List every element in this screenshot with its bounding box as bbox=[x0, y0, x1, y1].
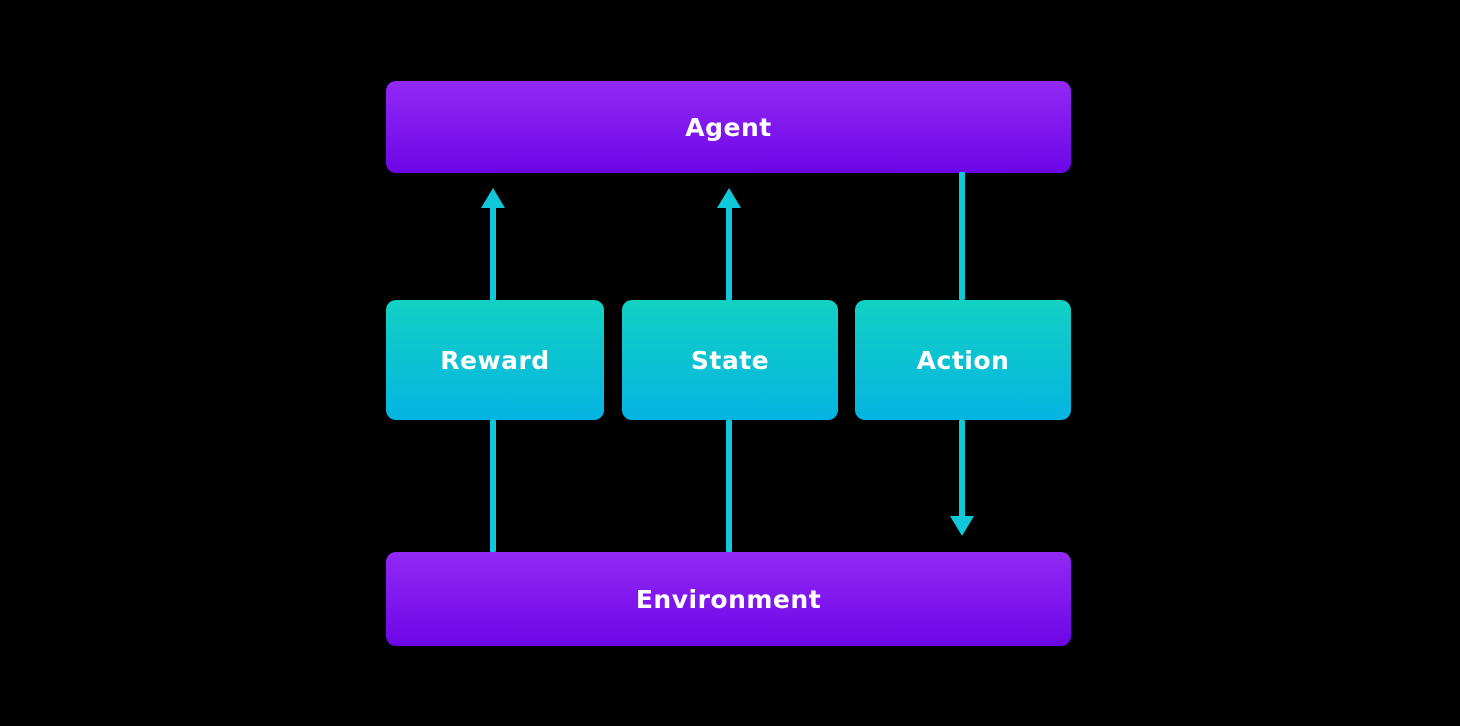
connector-agent-to-action bbox=[959, 172, 965, 300]
arrow-up-icon bbox=[481, 188, 505, 208]
arrow-up-icon bbox=[717, 188, 741, 208]
node-reward: Reward bbox=[386, 300, 604, 420]
connector-reward-to-agent bbox=[490, 206, 496, 300]
node-agent-label: Agent bbox=[685, 112, 772, 142]
node-agent: Agent bbox=[386, 81, 1071, 173]
node-environment-label: Environment bbox=[635, 584, 822, 614]
arrow-down-icon bbox=[950, 516, 974, 536]
node-action: Action bbox=[855, 300, 1071, 420]
connector-environment-to-state bbox=[726, 420, 732, 552]
connector-environment-to-reward bbox=[490, 420, 496, 552]
node-state-label: State bbox=[690, 345, 770, 375]
connector-action-to-environment bbox=[959, 420, 965, 517]
node-state: State bbox=[622, 300, 838, 420]
node-environment: Environment bbox=[386, 552, 1071, 646]
connector-state-to-agent bbox=[726, 206, 732, 300]
node-reward-label: Reward bbox=[440, 345, 550, 375]
node-action-label: Action bbox=[916, 345, 1010, 375]
